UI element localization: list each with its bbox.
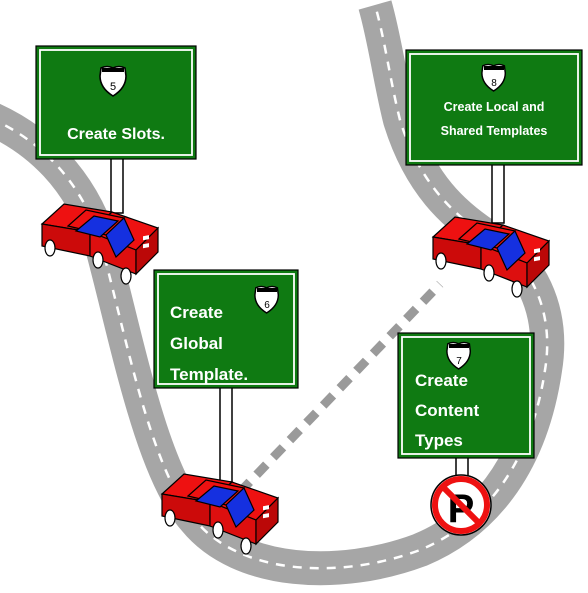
post-sign-6 — [219, 385, 233, 483]
route-shield-icon: 8 — [481, 63, 507, 92]
no-parking-icon: P — [430, 474, 492, 536]
shortcut-connector — [236, 280, 444, 496]
sign-create-global-template: 6 Create Global Template. — [153, 269, 299, 389]
route-shield-icon: 6 — [254, 285, 280, 314]
sign-number: 5 — [110, 81, 116, 93]
route-shield-icon: 7 — [446, 341, 472, 370]
post-sign-8 — [491, 162, 505, 224]
sign-label-line-1: Create — [170, 303, 223, 322]
sign-label-line-2: Global — [170, 334, 223, 353]
sign-number: 6 — [264, 300, 270, 311]
sign-create-slots: 5 Create Slots. — [35, 45, 197, 160]
sign-label-line-1: Create — [415, 371, 468, 390]
sign-label-line-1: Create Local and — [444, 100, 545, 114]
sign-number: 7 — [456, 356, 462, 367]
road — [0, 0, 565, 586]
sign-label-line-3: Types — [415, 431, 463, 450]
sign-label: Create Slots. — [67, 126, 165, 143]
sign-label-line-3: Template. — [170, 365, 248, 384]
post-sign-5 — [110, 156, 124, 214]
sign-label-line-2: Shared Templates — [441, 124, 548, 138]
sign-label-line-2: Content — [415, 401, 480, 420]
sign-number: 8 — [491, 78, 497, 89]
route-shield-icon: 5 — [99, 65, 127, 97]
sign-create-local-shared-templates: 8 Create Local and Shared Templates — [405, 49, 583, 166]
road-center-dash — [0, 4, 549, 570]
sign-create-content-types: 7 Create Content Types — [397, 332, 535, 459]
